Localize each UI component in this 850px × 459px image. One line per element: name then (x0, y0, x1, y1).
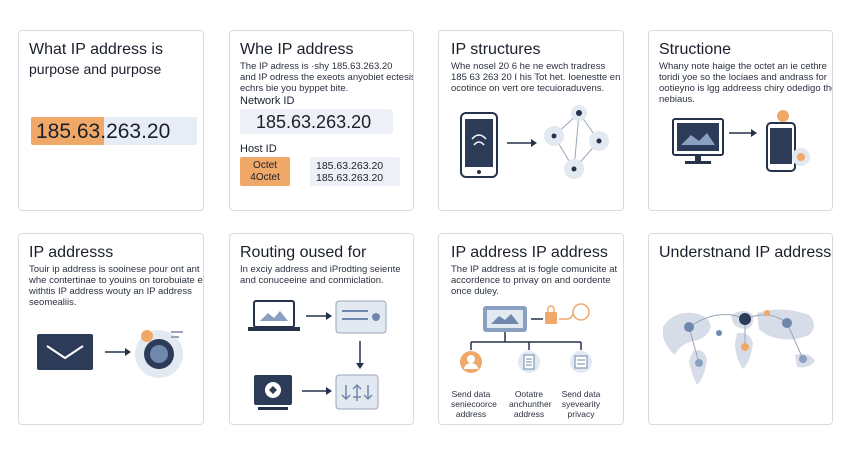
card-structione: Structione Whany note haige the octet an… (648, 30, 833, 211)
card-text-line: toridi yoe so the lociaes and andrass fo… (659, 72, 827, 83)
ip-address-value: 185.63.263.20 (36, 120, 171, 143)
card-text-line: nebiaus. (659, 94, 695, 105)
card-title: Structione (659, 41, 732, 58)
world-map-diagram (663, 309, 815, 385)
network-id-label: Network ID (240, 95, 295, 107)
card-text-line: withtis IP address wouty an IP address (29, 286, 192, 297)
card-text-line: The IP adress is ·shy 185.63.263.20 (240, 61, 393, 72)
host-ip-box: 185.63.263.20 185.63.263.20 (310, 157, 400, 186)
network-diagram (460, 105, 609, 179)
card-text-line: and IP odress the exeots anyobiet ectesi… (240, 72, 414, 83)
card-text-line: Whe nosel 20 6 he ne ewch tradress (451, 61, 606, 72)
card-ip-structures: IP structures Whe nosel 20 6 he ne ewch … (438, 30, 624, 211)
card-what-ip-address: What IP address is purpose and purpose 1… (18, 30, 204, 211)
card-whe-ip-address: Whe IP address The IP adress is ·shy 185… (229, 30, 414, 211)
lock-icon (545, 305, 557, 324)
routing-arrows-card-icon (335, 374, 379, 410)
host-id-label: Host ID (240, 143, 277, 155)
laptop-icon (248, 300, 300, 331)
computer-to-phone-diagram (672, 110, 810, 172)
envelope-icon (37, 334, 93, 370)
card-text-line: seomealiis. (29, 297, 77, 308)
card-routing-oused-for: Routing oused for In exciy address and i… (229, 233, 414, 425)
host-ip-value: 185.63.263.20 (316, 160, 384, 172)
network-id-value: 185.63.263.20 (256, 112, 372, 132)
location-pin-icons (684, 310, 807, 367)
globe-icon (135, 330, 183, 378)
card-text-line: ootieyno is lgg addreess chiry odedigo t… (659, 83, 833, 94)
card-title: Whe IP address (240, 41, 354, 58)
phone-icon (460, 112, 498, 178)
communication-flow-diagram (460, 303, 592, 373)
ip-address-highlight: 185.63.263.20 (31, 117, 197, 145)
card-text-line: and conuceeine and conmiclation. (240, 275, 384, 286)
server-card-icon (335, 300, 387, 334)
card-text-line: The IP address at is fogle comunicite at (451, 264, 618, 275)
card-text-line: echrs bie you byppet bite. (240, 83, 349, 94)
octet-label: Octet (253, 160, 277, 171)
card-title: What IP address is (29, 41, 163, 58)
node-graph-icon (544, 105, 609, 179)
server-icon (483, 306, 527, 332)
card-text-line: Whany note haige the octet an ie cethre (659, 61, 827, 72)
secure-monitor-icon (254, 375, 292, 410)
routing-diagram (248, 300, 387, 410)
card-title: IP address IP address (451, 244, 608, 261)
card-ip-addresss: IP addresss Touir ip address is sooinese… (18, 233, 204, 425)
card-title: Routing oused for (240, 244, 367, 261)
card-title: Understnand IP addresss (659, 244, 833, 261)
user-icon (460, 351, 482, 373)
card-text-line: In exciy address and iProdting seiente (240, 264, 401, 275)
card-text-line: 185 63 263 20 I his Tot het. Ioenestte e… (451, 72, 621, 83)
host-ip-value-2: 185.63.263.20 (316, 172, 384, 184)
monitor-icon (672, 118, 724, 164)
world-map-icon (663, 309, 815, 385)
host-octet-box: Octet 4Octet (240, 157, 290, 186)
card-text-line: once duley. (451, 286, 499, 297)
phone-icon (766, 110, 810, 172)
card-title: IP addresss (29, 244, 114, 261)
card-text-line: whe contertinae to youins on torobuiate … (29, 275, 204, 286)
card-text-line: Touir ip address is sooinese pour ont an… (29, 264, 200, 275)
data-card-icon (570, 351, 592, 373)
card-title: IP structures (451, 41, 541, 58)
card-understnand-ip-addresss: Understnand IP addresss (648, 233, 833, 425)
network-id-box: 185.63.263.20 (240, 109, 393, 134)
card-text-line: ocotince on vert ore tecuioraduvens. (451, 83, 605, 94)
card-subtitle: purpose and purpose (29, 61, 162, 77)
card-text-line: accordence to privay on and oordente (451, 275, 611, 286)
octet-label-2: 4Octet (250, 172, 280, 183)
email-to-globe-diagram (37, 330, 183, 378)
card-ip-address-ip-address: IP address IP address The IP address at … (438, 233, 624, 425)
document-icon (518, 351, 540, 373)
